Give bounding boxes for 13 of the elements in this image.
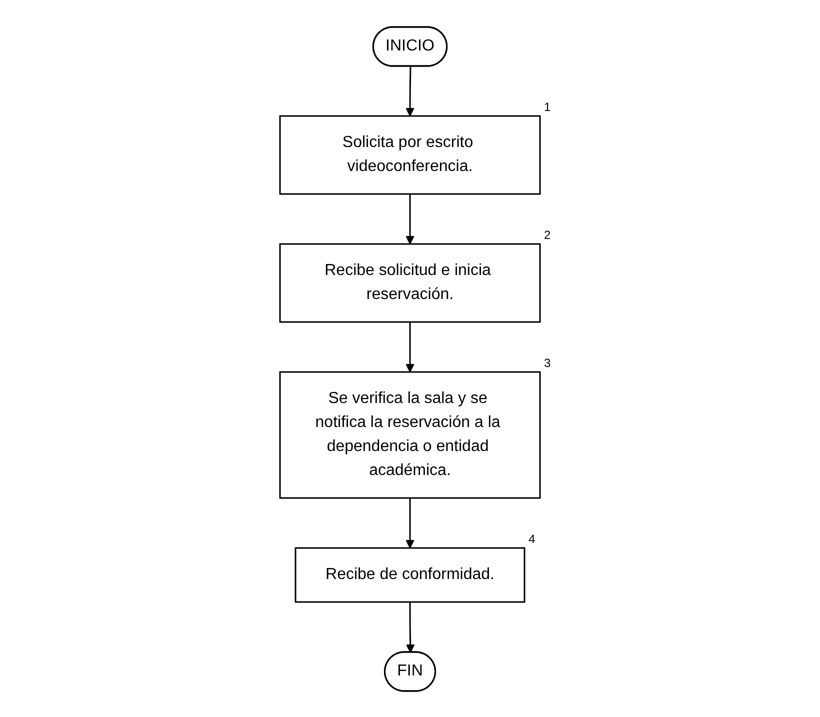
arrow [406,602,415,652]
step-number: 3 [544,356,551,370]
step-number: 4 [528,532,536,546]
node-box: Recibe de conformidad. [294,546,526,602]
step-number: 2 [544,228,551,242]
node-box: Se verifica la sala y se notifica la reservación a la dependencia o entidad académica. [279,370,541,498]
step-number: 1 [544,100,551,114]
arrow [406,498,414,548]
node-box: Solicita por escrito videoconferencia. [279,114,541,194]
arrow [406,322,414,372]
node-box: Recibe solicitud e inicia reservación. [279,242,541,322]
arrow [406,194,414,244]
arrow [406,66,414,116]
